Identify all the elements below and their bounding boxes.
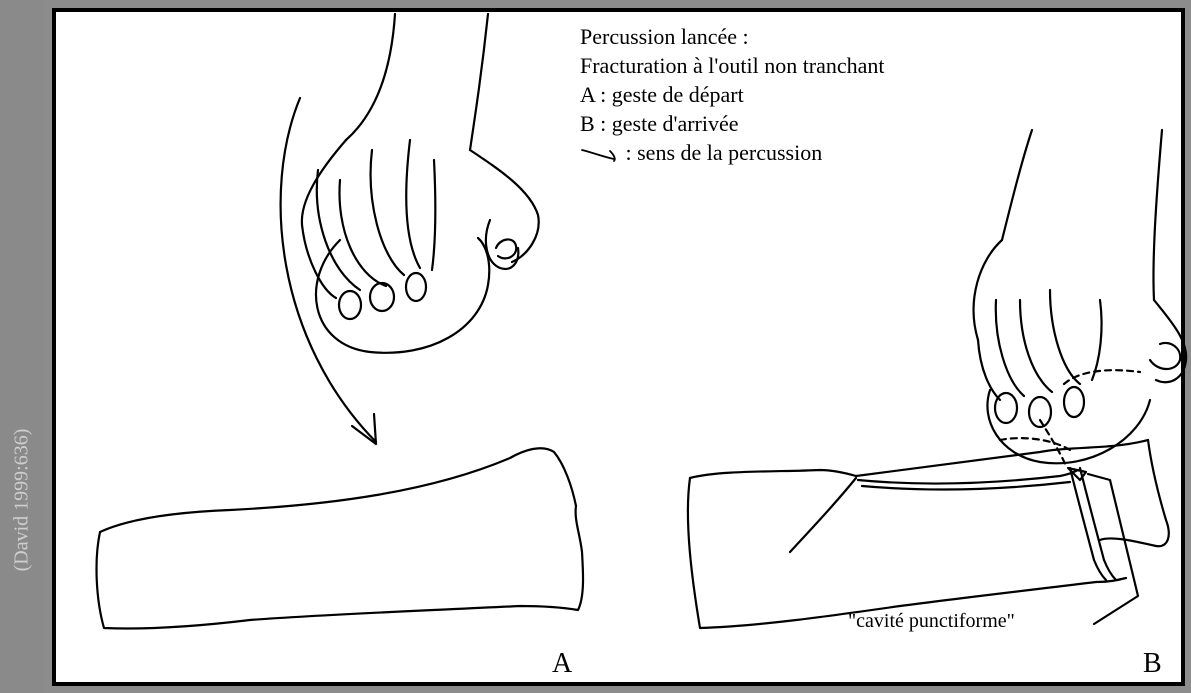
bone-a-drawing (97, 448, 584, 628)
percussion-direction-icon (580, 145, 620, 165)
legend-item-a: A : geste de départ (580, 80, 885, 109)
hand-a-drawing (302, 14, 539, 353)
panel-b-label: B (1143, 648, 1162, 680)
legend-arrow-text: : sens de la percussion (620, 140, 822, 165)
legend-item-arrow: : sens de la percussion (580, 138, 885, 167)
legend-subtitle: Fracturation à l'outil non tranchant (580, 51, 885, 80)
panel-a-label: A (552, 648, 572, 680)
bone-b-drawing (688, 440, 1169, 628)
legend-item-b: B : geste d'arrivée (580, 109, 885, 138)
cavity-label: "cavité punctiforme" (848, 610, 1015, 633)
motion-arrow (281, 98, 376, 444)
hand-b-drawing (974, 130, 1187, 466)
legend-title: Percussion lancée : (580, 22, 885, 51)
legend: Percussion lancée : Fracturation à l'out… (580, 22, 885, 167)
